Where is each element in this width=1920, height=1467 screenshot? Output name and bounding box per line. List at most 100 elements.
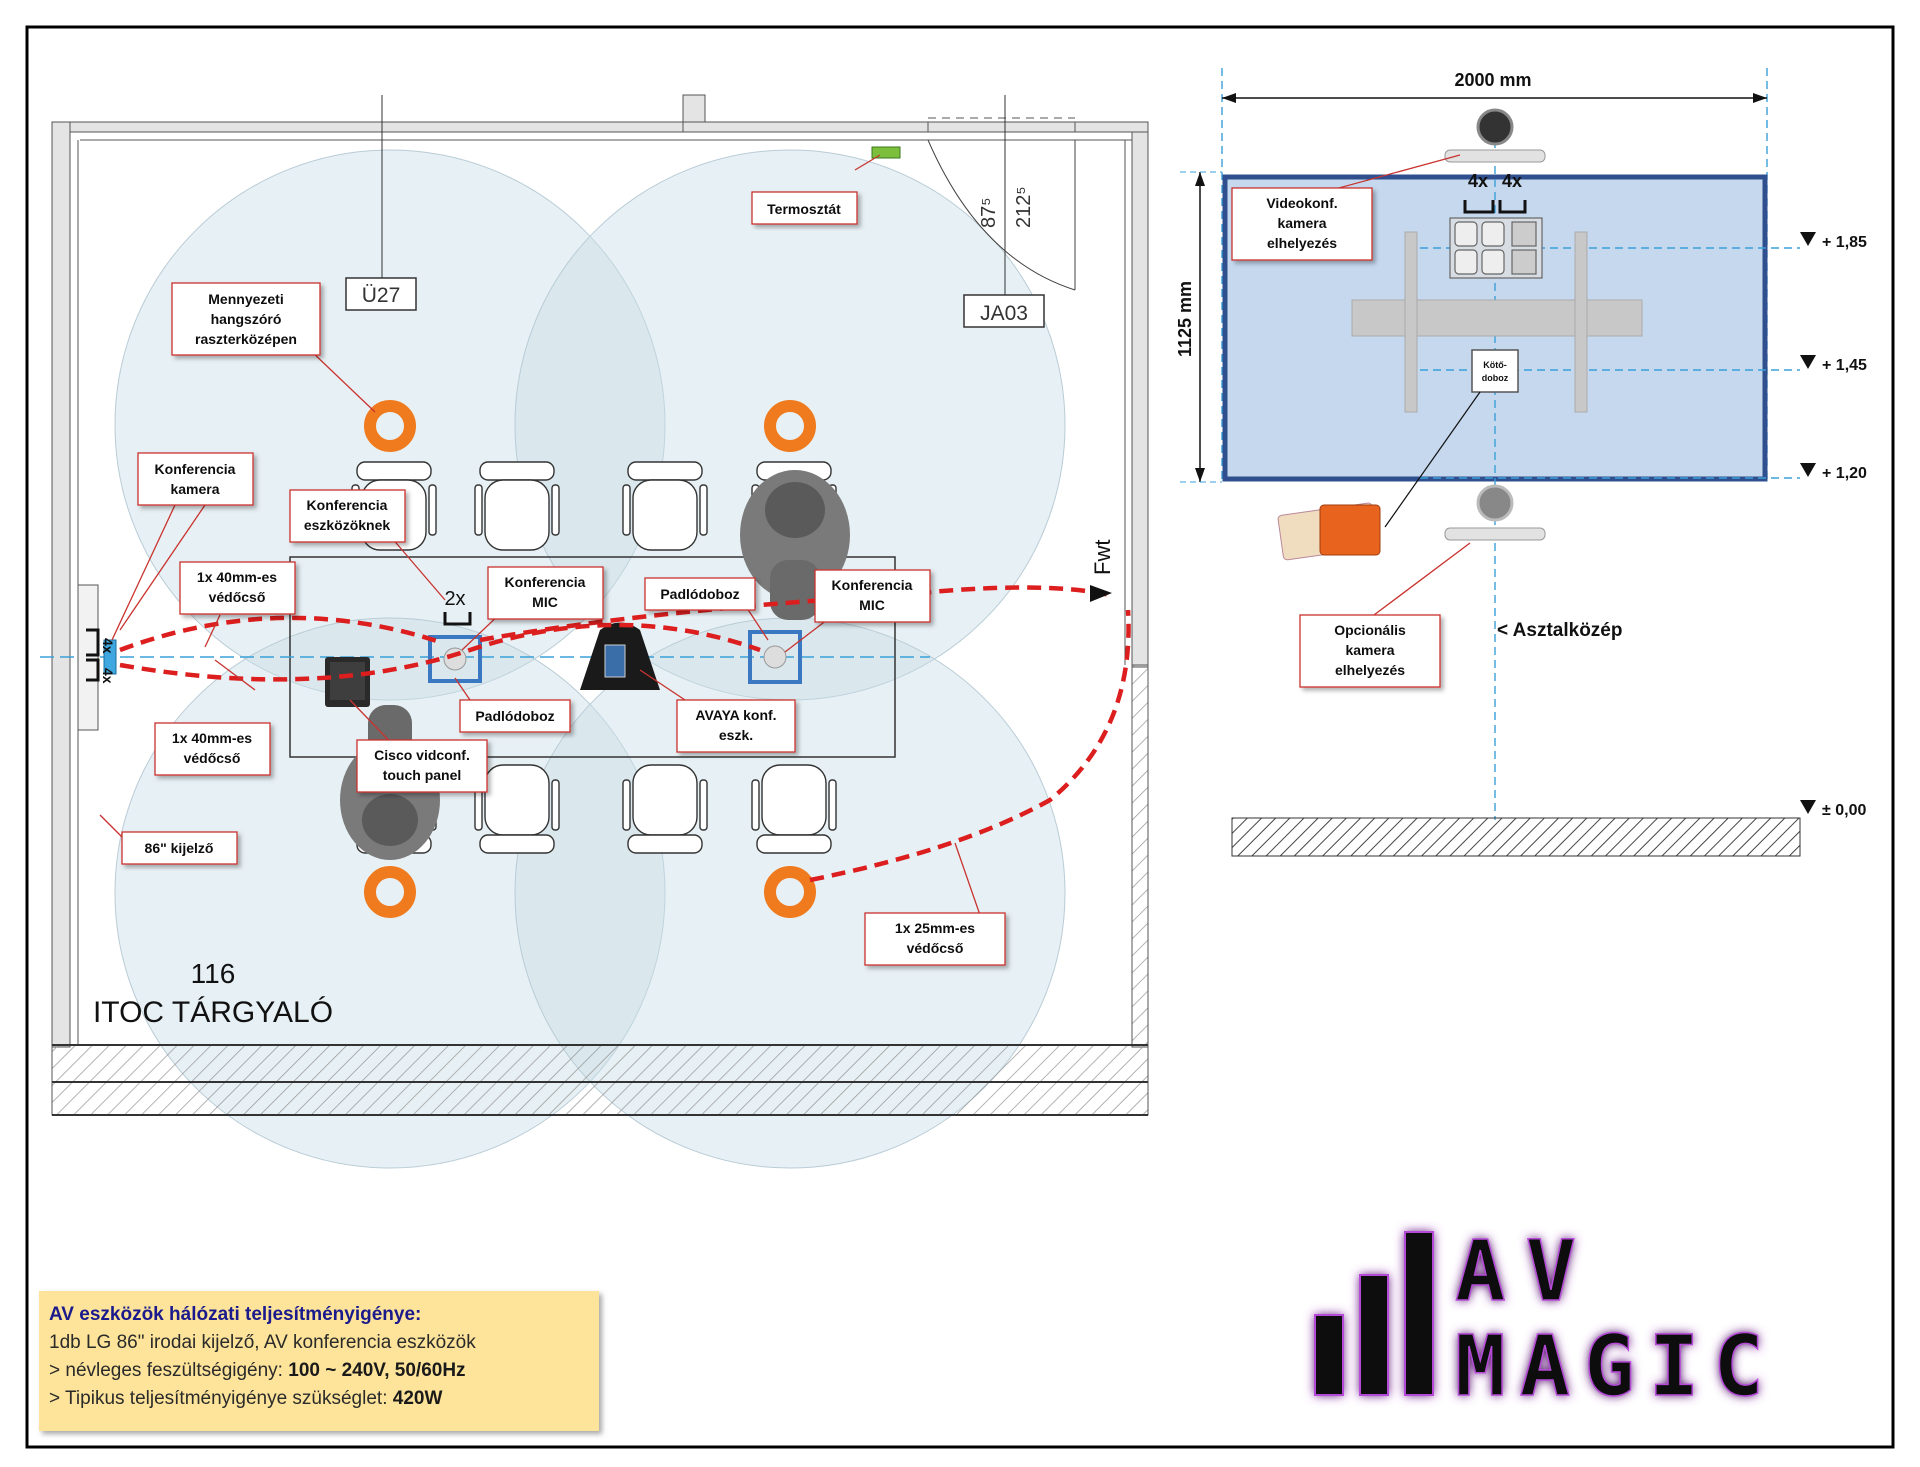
callout-line: 1x 40mm-es	[197, 569, 277, 585]
power-requirements-line: > Tipikus teljesítményigénye szükséglet:…	[49, 1385, 589, 1413]
junction-box-photo-icon	[1277, 502, 1381, 561]
callout-line: 1x 40mm-es	[172, 730, 252, 746]
callout-konferencia-kamera: Konferencia kamera	[137, 452, 254, 506]
power-requirements-line: 1db LG 86" irodai kijelző, AV konferenci…	[49, 1332, 476, 1353]
callout-mennyezeti-hangszoro: Mennyezeti hangszóró raszterközépen	[171, 282, 321, 356]
callout-padlodoboz-top-text: Padlódoboz	[660, 586, 739, 602]
thermostat-icon	[871, 146, 901, 159]
callout-line: Opcionális	[1334, 622, 1406, 638]
level-000: ± 0,00	[1822, 802, 1866, 819]
callout-line: MIC	[859, 597, 885, 613]
callout-konferencia-mic-2: Konferencia MIC	[814, 569, 931, 623]
callout-kijelzo-text: 86" kijelző	[145, 840, 214, 856]
junction-box: Kötő- doboz	[1471, 349, 1519, 393]
room-tag-u27: Ü27	[345, 277, 417, 311]
floor-box-right	[748, 630, 802, 684]
callout-vedocso-top: 1x 40mm-es védőcső	[179, 561, 296, 615]
tv-wall-mount-icon	[1351, 231, 1643, 413]
fwt-label: Fwt	[1090, 540, 1115, 575]
chair	[622, 461, 708, 551]
room-tag-u27-text: Ü27	[362, 284, 401, 307]
optional-camera-icon	[1444, 484, 1546, 541]
callout-line: Cisco vidconf.	[374, 747, 470, 763]
room-walls	[51, 94, 1149, 1116]
callout-kijelzo: 86" kijelző	[121, 831, 238, 865]
fwt-arrow-icon	[1090, 585, 1112, 602]
callout-line: Mennyezeti	[208, 291, 283, 307]
callout-line: kamera	[170, 481, 219, 497]
level-120: + 1,20	[1822, 465, 1867, 482]
logo-text-magic: MAGIC	[1455, 1317, 1778, 1415]
cisco-touch-panel	[325, 657, 370, 707]
level-145: + 1,45	[1822, 357, 1867, 374]
video-camera-icon	[1444, 108, 1546, 163]
conference-camera-icon	[103, 639, 117, 675]
power-requirements-line: > névleges feszültségigény: 100 ~ 240V, …	[49, 1357, 589, 1385]
av-magic-logo: AV MAGIC	[1314, 1221, 1778, 1416]
callout-termosztat: Termosztát	[751, 191, 858, 225]
conduit-25	[809, 609, 1131, 883]
callout-line: Konferencia	[307, 497, 388, 513]
power-requirements-box: AV eszközök hálózati teljesítményigénye:…	[39, 1291, 599, 1431]
callout-line: elhelyezés	[1267, 235, 1337, 251]
chair	[474, 461, 560, 551]
callout-line: eszk.	[719, 727, 753, 743]
power-label: > Tipikus teljesítményigénye szükséglet:	[49, 1388, 393, 1409]
level-185: + 1,85	[1822, 234, 1867, 251]
callout-line: kamera	[1345, 642, 1394, 658]
level-markers: + 1,85 + 1,45 + 1,20 ± 0,00	[1800, 232, 1867, 819]
conduit-40-top	[119, 615, 441, 653]
callout-line: 1x 25mm-es	[895, 920, 975, 936]
callout-line: raszterközépen	[195, 331, 297, 347]
speaker-icon	[764, 400, 816, 452]
callout-line: Konferencia	[832, 577, 913, 593]
junction-box-line: doboz	[1482, 373, 1509, 383]
speaker-icon	[364, 400, 416, 452]
display-86-icon	[77, 584, 99, 731]
callout-line: kamera	[1277, 215, 1326, 231]
outlet-qty-right: 4x	[1502, 171, 1522, 191]
callout-line: eszközöknek	[304, 517, 391, 533]
callout-vedocso-bottom: 1x 40mm-es védőcső	[154, 722, 271, 776]
callout-padlodoboz-top: Padlódoboz	[644, 577, 756, 611]
speaker-icon	[364, 866, 416, 918]
bracket-marks	[86, 612, 472, 682]
callout-vedocso-25: 1x 25mm-es védőcső	[864, 912, 1006, 966]
qty-4x-label-a: 4x	[100, 638, 116, 654]
chair	[751, 764, 837, 854]
callout-videokonf-kamera: Videokonf. kamera elhelyezés	[1231, 187, 1373, 261]
power-requirements-title: AV eszközök hálózati teljesítményigénye:	[49, 1304, 422, 1325]
callout-line: touch panel	[383, 767, 462, 783]
callout-avaya: AVAYA konf. eszk.	[676, 699, 796, 753]
page-frame	[25, 25, 1895, 1449]
person-figure-top	[740, 470, 850, 620]
callout-termosztat-text: Termosztát	[767, 201, 841, 217]
power-outlets-icon	[1449, 217, 1543, 279]
room-name: ITOC TÁRGYALÓ	[93, 996, 333, 1029]
callout-cisco: Cisco vidconf. touch panel	[356, 739, 488, 793]
door-dimension-875: 87⁵	[978, 197, 1000, 228]
mic-icon	[763, 645, 787, 669]
room-tag-ja03: JA03	[963, 294, 1045, 328]
table-center-label: < Asztalközép	[1497, 620, 1622, 641]
callout-line: AVAYA konf.	[695, 707, 776, 723]
speaker-icon	[764, 866, 816, 918]
callout-padlodoboz-bottom-text: Padlódoboz	[475, 708, 554, 724]
qty-2x-label: 2x	[444, 588, 465, 610]
elevation-width-label: 2000 mm	[1454, 70, 1531, 90]
callout-line: hangszóró	[211, 311, 282, 327]
callout-opcionalis-kamera: Opcionális kamera elhelyezés	[1299, 614, 1441, 688]
door-dimension-2125: 212⁵	[1013, 186, 1035, 228]
callout-line: MIC	[532, 594, 558, 610]
chair	[622, 764, 708, 854]
floor-slab	[1231, 817, 1801, 857]
floor-box-left	[428, 635, 482, 683]
voltage-label: > névleges feszültségigény:	[49, 1360, 289, 1381]
junction-box-line: Kötő-	[1483, 360, 1507, 370]
voltage-value: 100 ~ 240V, 50/60Hz	[288, 1360, 466, 1381]
outlet-qty-left: 4x	[1468, 171, 1488, 191]
callout-line: védőcső	[907, 940, 964, 956]
elevation-height-label: 1125 mm	[1175, 281, 1195, 357]
callout-line: Videokonf.	[1266, 195, 1337, 211]
